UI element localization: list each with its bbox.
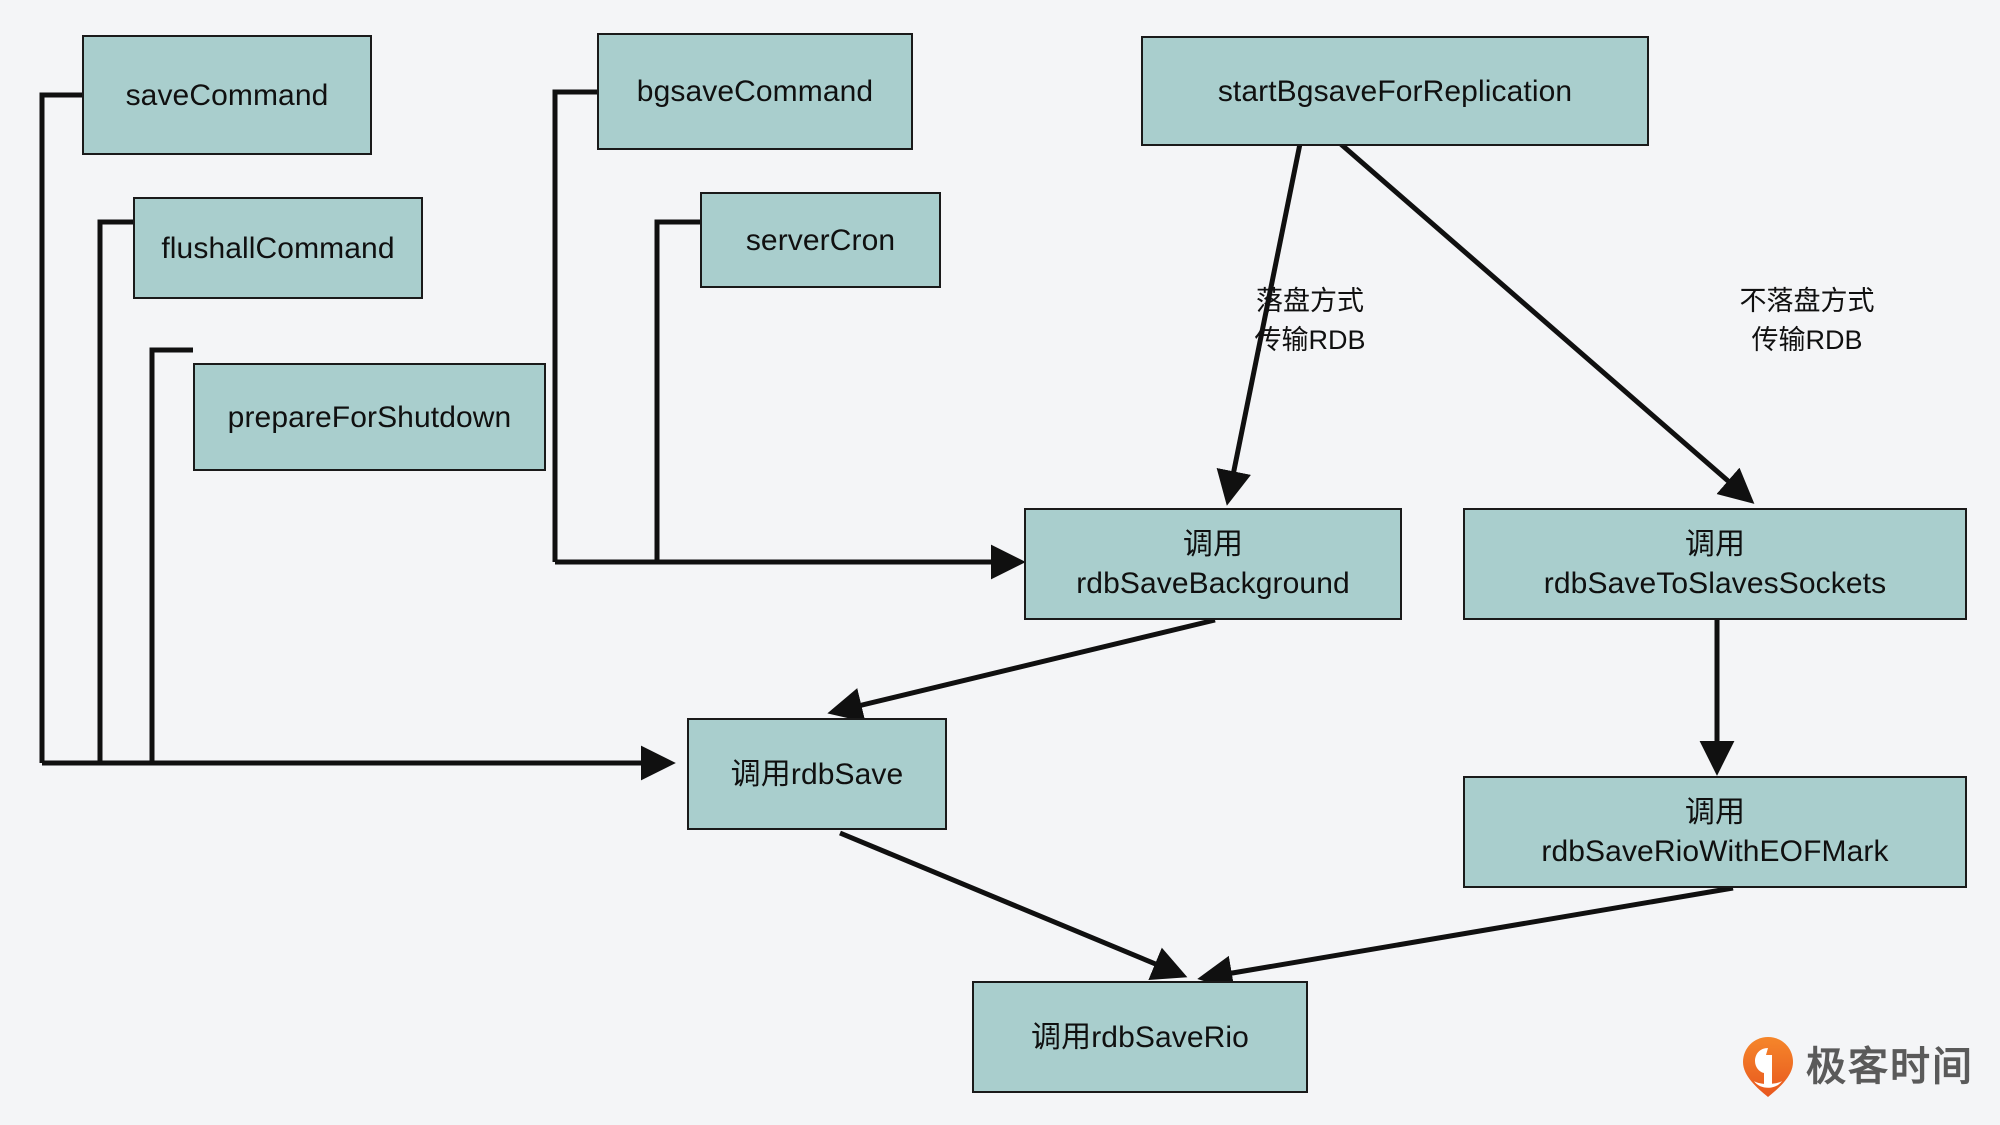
- edge-label-line1: 不落盘方式: [1739, 286, 1875, 316]
- edge-flushallCommand-to-rdbSave: [97, 219, 133, 763]
- edge-label-line1: 落盘方式: [1256, 286, 1364, 316]
- node-label: bgsaveCommand: [636, 75, 874, 108]
- node-label: saveCommand: [125, 78, 329, 112]
- watermark: 极客时间: [1742, 1036, 1974, 1098]
- edge-prepareForShutdown-to-rdbSave: [149, 347, 193, 763]
- node-startBgsaveForReplication[interactable]: startBgsaveForReplication: [1141, 36, 1649, 146]
- node-label: prepareForShutdown: [227, 400, 512, 434]
- node-label-line2: rdbSaveBackground: [1076, 567, 1350, 600]
- edge-rdbSaveBackground-to-rdbSave: [827, 617, 1216, 723]
- node-flushallCommand[interactable]: flushallCommand: [133, 197, 423, 299]
- node-rdbSaveBackground[interactable]: 调用 rdbSaveBackground: [1024, 508, 1402, 620]
- node-label: 调用rdbSave: [730, 757, 904, 791]
- edge-label-line2: 传输RDB: [1751, 325, 1863, 356]
- node-saveCommand[interactable]: saveCommand: [82, 35, 372, 155]
- edge-saveCommand-to-rdbSave: [39, 92, 82, 763]
- geektime-logo-icon: [1742, 1036, 1794, 1098]
- edge-serverCron-to-rdbSaveBackground: [654, 219, 700, 562]
- edge-bgsaveCommand-to-rdbSaveBackground: [552, 89, 597, 562]
- node-bgsaveCommand[interactable]: bgsaveCommand: [597, 33, 913, 150]
- node-label: serverCron: [745, 223, 896, 257]
- watermark-text: 极客时间: [1806, 1045, 1974, 1089]
- node-label-line2: rdbSaveRioWithEOFMark: [1541, 835, 1889, 868]
- node-rdbSaveToSlavesSockets[interactable]: 调用 rdbSaveToSlavesSockets: [1463, 508, 1967, 620]
- edge-rdbSave-to-rdbSaveRio: [839, 830, 1188, 980]
- node-label-line1: 调用: [1182, 528, 1244, 561]
- edge-label-no-disk-path: 不落盘方式 传输RDB: [1712, 282, 1902, 360]
- edge-label-disk-path: 落盘方式 传输RDB: [1230, 282, 1390, 360]
- node-label: flushallCommand: [161, 231, 395, 265]
- node-rdbSave[interactable]: 调用rdbSave: [687, 718, 947, 830]
- node-label-line1: 调用: [1684, 796, 1746, 829]
- node-rdbSaveRioWithEOFMark[interactable]: 调用 rdbSaveRioWithEOFMark: [1463, 776, 1967, 888]
- node-rdbSaveRio[interactable]: 调用rdbSaveRio: [972, 981, 1308, 1093]
- node-label: 调用rdbSaveRio: [1031, 1020, 1249, 1054]
- node-prepareForShutdown[interactable]: prepareForShutdown: [193, 363, 546, 471]
- node-label-line1: 调用: [1684, 528, 1746, 561]
- node-label: startBgsaveForReplication: [1217, 74, 1573, 108]
- edge-rdbSaveRioWithEOFMark-to-rdbSaveRio: [1197, 885, 1734, 991]
- node-label-line2: rdbSaveToSlavesSockets: [1543, 567, 1887, 600]
- node-serverCron[interactable]: serverCron: [700, 192, 941, 288]
- edge-label-line2: 传输RDB: [1254, 325, 1366, 356]
